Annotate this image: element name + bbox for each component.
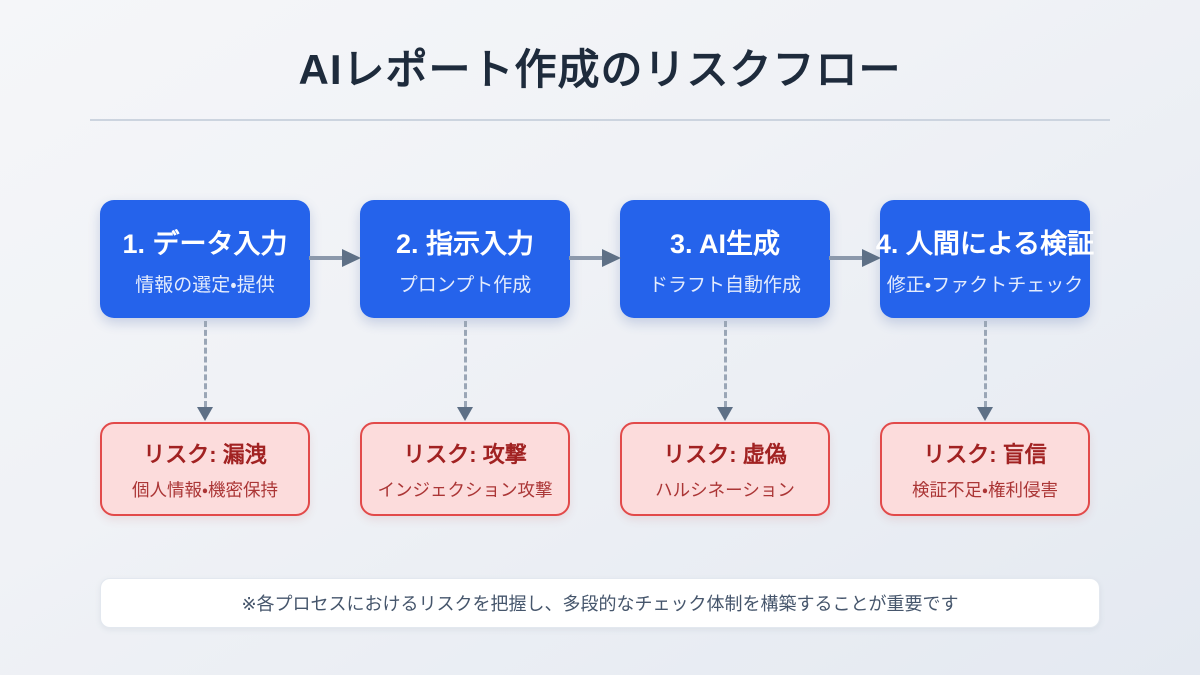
step-title: 3. AI生成 — [669, 228, 781, 259]
arrow-head — [457, 407, 473, 421]
step-box-instruction-input: 2. 指示入力 プロンプト作成 — [360, 200, 570, 318]
step-title: 1. データ入力 — [122, 228, 288, 259]
arrow-shaft — [569, 256, 605, 260]
page-title: AIレポート作成のリスクフロー — [298, 46, 902, 93]
arrow-head — [977, 407, 993, 421]
risk-subtitle: 検証不足・権利侵害 — [912, 479, 1058, 500]
flow-arrow-right-icon — [569, 249, 621, 267]
arrow-head — [717, 407, 733, 421]
risk-subtitle: 個人情報・機密保持 — [132, 479, 278, 500]
risk-box-blind-trust: リスク: 盲信 検証不足・権利侵害 — [880, 422, 1090, 516]
step-subtitle: 情報の選定・提供 — [135, 274, 275, 296]
step-title: 2. 指示入力 — [395, 228, 535, 259]
arrow-shaft — [309, 256, 345, 260]
footer-note: ※各プロセスにおけるリスクを把握し、多段的なチェック体制を構築することが重要です — [100, 578, 1100, 628]
dashed-line — [983, 321, 987, 407]
risk-subtitle: ハルシネーション — [655, 479, 795, 500]
arrow-head — [862, 249, 881, 267]
step-subtitle: プロンプト作成 — [398, 274, 532, 296]
arrow-head — [342, 249, 361, 267]
arrow-head — [602, 249, 621, 267]
dashed-line — [463, 321, 467, 407]
risk-title: リスク: 盲信 — [923, 441, 1047, 467]
step-box-human-verification: 4. 人間による検証 修正・ファクトチェック — [876, 200, 1094, 318]
dashed-line — [723, 321, 727, 407]
risk-box-leakage: リスク: 漏洩 個人情報・機密保持 — [100, 422, 310, 516]
step-box-data-input: 1. データ入力 情報の選定・提供 — [100, 200, 310, 318]
risk-title: リスク: 漏洩 — [143, 441, 267, 467]
risk-box-falsehood: リスク: 虚偽 ハルシネーション — [620, 422, 830, 516]
step-subtitle: ドラフト自動作成 — [648, 274, 801, 296]
step-title: 4. 人間による検証 — [875, 228, 1095, 259]
step-box-ai-generation: 3. AI生成 ドラフト自動作成 — [620, 200, 830, 318]
footer-note-text: ※各プロセスにおけるリスクを把握し、多段的なチェック体制を構築することが重要です — [241, 594, 959, 614]
risk-connector-arrow-icon — [457, 321, 473, 421]
risk-box-attack: リスク: 攻撃 インジェクション攻撃 — [360, 422, 570, 516]
risk-connector-arrow-icon — [717, 321, 733, 421]
step-subtitle: 修正・ファクトチェック — [886, 274, 1084, 296]
flow-arrow-right-icon — [309, 249, 361, 267]
arrow-head — [197, 407, 213, 421]
flow-arrow-right-icon — [829, 249, 881, 267]
risk-connector-arrow-icon — [197, 321, 213, 421]
arrow-shaft — [829, 256, 865, 260]
risk-connector-arrow-icon — [977, 321, 993, 421]
dashed-line — [203, 321, 207, 407]
risk-title: リスク: 攻撃 — [403, 441, 527, 467]
risk-subtitle: インジェクション攻撃 — [377, 479, 553, 500]
risk-title: リスク: 虚偽 — [663, 441, 787, 467]
title-divider — [90, 119, 1110, 121]
